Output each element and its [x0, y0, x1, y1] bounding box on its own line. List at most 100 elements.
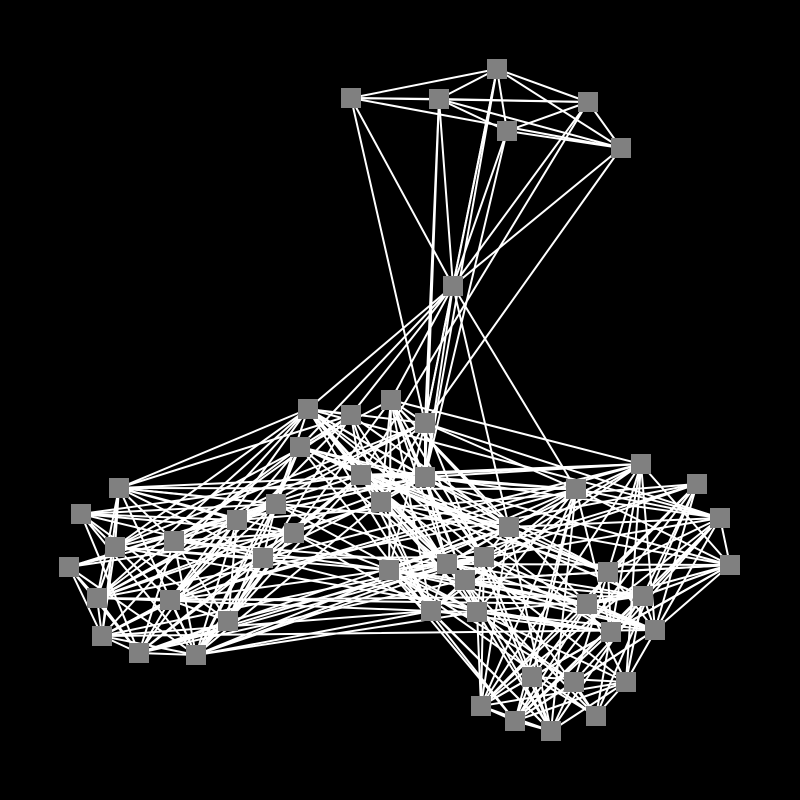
graph-node-n41	[720, 555, 740, 575]
graph-edge	[96, 446, 301, 599]
graph-edge	[96, 476, 426, 599]
graph-edge	[476, 611, 482, 707]
graph-node-n17	[105, 537, 125, 557]
graph-node-n52	[541, 721, 561, 741]
graph-edge	[586, 603, 627, 683]
graph-node-n34	[499, 517, 519, 537]
graph-node-n37	[566, 479, 586, 499]
graph-edge	[506, 130, 622, 149]
graph-node-n43	[633, 586, 653, 606]
graph-edge	[118, 414, 352, 489]
graph-edge	[438, 98, 454, 287]
graph-edge	[424, 285, 454, 478]
graph-edge	[390, 399, 642, 465]
graph-edge	[101, 629, 656, 637]
graph-node-n42	[598, 562, 618, 582]
graph-edge	[307, 408, 510, 528]
graph-edge	[452, 147, 622, 287]
graph-node-n14	[371, 492, 391, 512]
graph-edge	[480, 631, 612, 707]
graph-node-n18	[59, 557, 79, 577]
graph-edge	[424, 422, 577, 490]
graph-node-n10	[415, 413, 435, 433]
graph-edge	[424, 68, 498, 478]
graph-edge	[424, 463, 642, 478]
graph-edge	[438, 98, 508, 132]
graph-node-n30	[379, 560, 399, 580]
graph-edge	[173, 540, 466, 581]
graph-node-n45	[601, 622, 621, 642]
graph-edge	[480, 526, 510, 707]
graph-node-n25	[164, 531, 184, 551]
graph-edge	[236, 483, 698, 521]
graph-edge	[173, 532, 295, 542]
graph-edge	[293, 501, 382, 534]
graph-edge	[424, 285, 454, 424]
graph-edge	[508, 526, 552, 732]
graph-edge	[80, 513, 238, 521]
graph-edge	[114, 546, 612, 633]
graph-node-n5	[611, 138, 631, 158]
graph-node-n53	[586, 706, 606, 726]
graph-node-n32	[455, 570, 475, 590]
graph-edge	[299, 446, 516, 722]
graph-node-n15	[109, 478, 129, 498]
graph-edge	[169, 463, 642, 601]
graph-edge	[227, 446, 301, 622]
graph-node-n6	[443, 276, 463, 296]
graph-node-n27	[266, 494, 286, 514]
graph-node-n7	[298, 399, 318, 419]
graph-node-n21	[129, 643, 149, 663]
graph-edge	[173, 540, 448, 565]
graph-edge	[138, 556, 485, 654]
graph-edge	[227, 474, 362, 622]
graph-edge	[138, 526, 510, 654]
graph-edge	[452, 130, 508, 287]
graph-edge	[169, 595, 644, 601]
graph-edge	[625, 463, 642, 683]
graph-edge	[138, 540, 175, 654]
graph-edge	[625, 595, 644, 683]
graph-node-n49	[616, 672, 636, 692]
graph-edge	[80, 503, 277, 515]
graph-edge	[508, 526, 609, 573]
nodes-layer	[59, 59, 740, 741]
graph-edge	[118, 463, 642, 489]
graph-edge	[508, 517, 721, 528]
graph-edge	[114, 408, 309, 548]
graph-edge	[483, 483, 698, 558]
graph-edge	[550, 488, 577, 732]
graph-node-n28	[284, 523, 304, 543]
graph-edge	[430, 488, 577, 612]
graph-edge	[514, 483, 698, 722]
graph-node-n19	[87, 588, 107, 608]
graph-edge	[424, 147, 622, 424]
graph-edge	[195, 556, 485, 656]
graph-edge	[96, 483, 698, 599]
graph-edge	[388, 488, 577, 571]
graph-edge	[573, 571, 609, 683]
graph-node-n44	[577, 594, 597, 614]
graph-node-n47	[522, 667, 542, 687]
graph-node-n9	[381, 390, 401, 410]
graph-node-n39	[687, 474, 707, 494]
graph-edge	[446, 563, 731, 566]
graph-edge	[506, 101, 589, 132]
graph-edge	[480, 603, 588, 707]
graph-node-n24	[218, 611, 238, 631]
graph-edge	[80, 513, 171, 601]
graph-edge	[654, 564, 731, 631]
graph-node-n46	[645, 620, 665, 640]
graph-edge	[496, 68, 589, 103]
graph-edge	[307, 285, 454, 410]
graph-node-n40	[710, 508, 730, 528]
graph-edge	[275, 476, 426, 505]
graph-edge	[424, 422, 721, 519]
graph-node-n2	[429, 89, 449, 109]
graph-edge	[595, 463, 642, 717]
graph-edge	[96, 597, 432, 612]
graph-edge	[350, 97, 454, 287]
edges-layer	[68, 68, 731, 732]
graph-edge	[625, 517, 721, 683]
